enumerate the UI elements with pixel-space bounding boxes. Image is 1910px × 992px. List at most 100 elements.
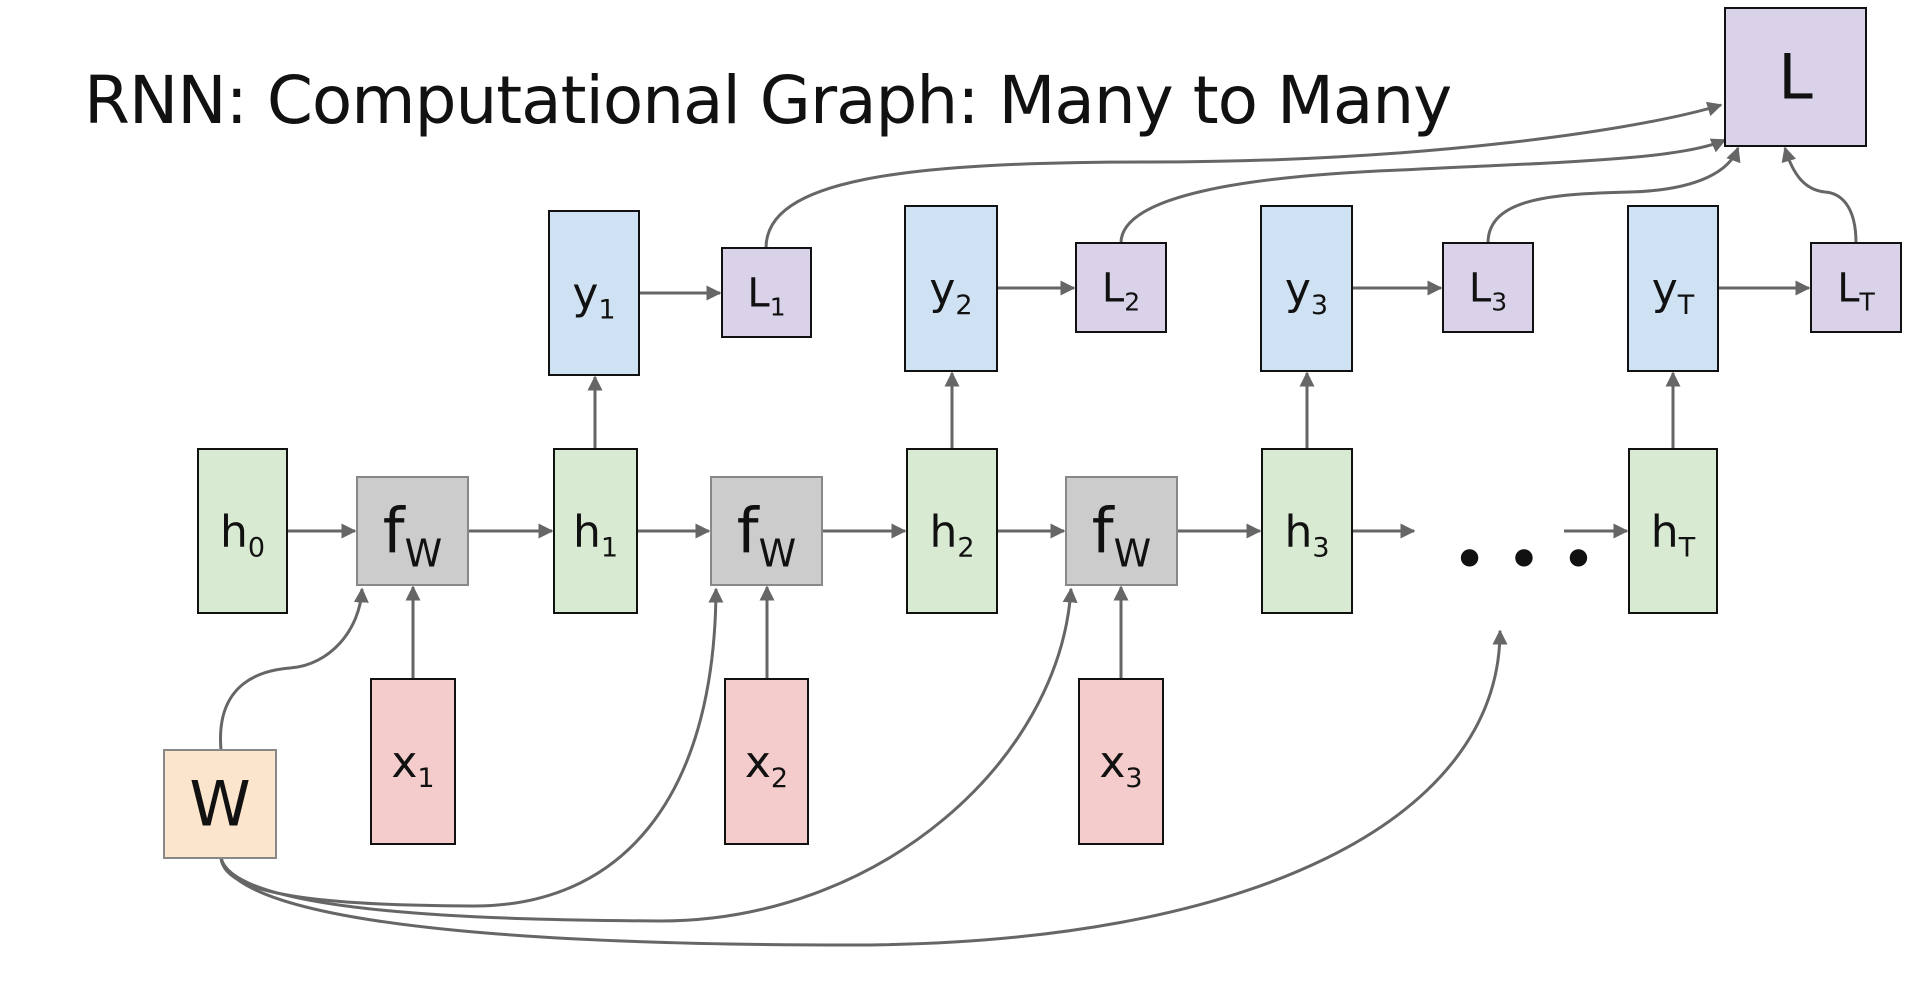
node-x1-subscript: 1: [417, 763, 434, 794]
node-h1-base: h: [573, 506, 601, 557]
node-W: W: [163, 749, 277, 859]
node-y1-base: y: [572, 268, 598, 319]
node-h3-label: h3: [1284, 506, 1329, 563]
node-h2-base: h: [929, 506, 957, 557]
arrow-L2-L: [1119, 138, 1727, 244]
node-h2-label: h2: [929, 506, 974, 563]
edges: [219, 101, 1858, 947]
node-L2-box: [1075, 242, 1167, 333]
node-L2-label: L2: [1102, 266, 1140, 317]
node-L-base: L: [1778, 41, 1813, 114]
node-x3-base: x: [1099, 737, 1125, 788]
node-x2-label: x2: [745, 737, 788, 794]
node-f1-base: f: [383, 495, 407, 568]
node-f2: fW: [710, 476, 823, 586]
node-f2-base: f: [737, 495, 761, 568]
node-L3: L3: [1442, 242, 1534, 333]
node-h3: h3: [1261, 448, 1353, 614]
node-L2: L2: [1075, 242, 1167, 333]
node-hT-label: hT: [1651, 506, 1696, 563]
node-f3-label: fW: [1092, 495, 1151, 576]
node-yT-label: yT: [1652, 264, 1695, 321]
arrow-L3-L: [1486, 146, 1741, 244]
node-y3: y3: [1260, 205, 1353, 372]
ellipsis: • • •: [1452, 525, 1596, 595]
node-x3-label: x3: [1099, 737, 1142, 794]
node-x1-box: [370, 678, 456, 845]
node-yT-subscript: T: [1677, 290, 1695, 321]
node-hT-base: h: [1651, 506, 1679, 557]
node-h0: h0: [197, 448, 288, 614]
node-h0-box: [197, 448, 288, 614]
arrow-W-f2: [219, 587, 724, 908]
node-f2-box: [710, 476, 823, 586]
node-x2-subscript: 2: [771, 763, 788, 794]
node-L1-label: L1: [747, 271, 785, 322]
node-yT-base: y: [1652, 264, 1678, 315]
node-h1-box: [553, 448, 638, 614]
node-LT-base: L: [1837, 266, 1860, 312]
node-h1-subscript: 1: [601, 532, 618, 563]
node-f1-box: [356, 476, 469, 586]
node-W-box: [163, 749, 277, 859]
node-y3-base: y: [1285, 264, 1311, 315]
node-y1-box: [548, 210, 640, 376]
node-x3-box: [1078, 678, 1164, 845]
node-L3-subscript: 3: [1491, 288, 1507, 317]
node-y1: y1: [548, 210, 640, 376]
node-h1-label: h1: [573, 506, 618, 563]
node-f1-subscript: W: [405, 532, 443, 576]
node-h2: h2: [906, 448, 998, 614]
node-y3-label: y3: [1285, 264, 1328, 321]
node-x1-label: x1: [391, 737, 434, 794]
node-L3-label: L3: [1469, 266, 1507, 317]
node-x2-base: x: [745, 737, 771, 788]
node-L1-base: L: [747, 271, 770, 317]
arrow-W-f3: [219, 587, 1078, 923]
node-L-box: [1724, 7, 1867, 147]
node-LT-label: LT: [1837, 266, 1875, 317]
node-h1: h1: [553, 448, 638, 614]
node-y3-subscript: 3: [1311, 290, 1328, 321]
node-L2-base: L: [1102, 266, 1125, 312]
node-L1-box: [721, 247, 812, 338]
node-f3-base: f: [1092, 495, 1116, 568]
node-h0-base: h: [220, 506, 248, 557]
node-f2-label: fW: [737, 495, 796, 576]
node-h2-box: [906, 448, 998, 614]
node-x1: x1: [370, 678, 456, 845]
node-L2-subscript: 2: [1124, 288, 1140, 317]
arrow-W-ellipsis: [219, 629, 1508, 947]
node-LT: LT: [1810, 242, 1902, 333]
node-y2: y2: [904, 205, 998, 372]
node-x2-box: [724, 678, 809, 845]
arrow-LT-L: [1781, 146, 1858, 244]
node-x2: x2: [724, 678, 809, 845]
node-L: L: [1724, 7, 1867, 147]
diagram-title: RNN: Computational Graph: Many to Many: [84, 62, 1452, 139]
node-yT: yT: [1627, 205, 1719, 372]
node-f3-subscript: W: [1114, 532, 1152, 576]
node-y1-subscript: 1: [598, 294, 615, 325]
node-hT-subscript: T: [1678, 532, 1696, 563]
node-f3: fW: [1065, 476, 1178, 586]
node-yT-box: [1627, 205, 1719, 372]
node-x3-subscript: 3: [1125, 763, 1142, 794]
node-W-label: W: [189, 768, 250, 841]
node-L3-base: L: [1469, 266, 1492, 312]
node-y2-label: y2: [929, 264, 972, 321]
node-W-base: W: [189, 768, 250, 841]
node-L1: L1: [721, 247, 812, 338]
arrow-L1-L: [764, 101, 1723, 249]
node-x1-base: x: [391, 737, 417, 788]
node-L3-box: [1442, 242, 1534, 333]
node-y3-box: [1260, 205, 1353, 372]
node-h3-subscript: 3: [1312, 532, 1329, 563]
node-y2-base: y: [929, 264, 955, 315]
node-f1-label: fW: [383, 495, 442, 576]
node-h0-label: h0: [220, 506, 265, 563]
node-h2-subscript: 2: [957, 532, 974, 563]
arrow-W-f1: [219, 587, 369, 751]
